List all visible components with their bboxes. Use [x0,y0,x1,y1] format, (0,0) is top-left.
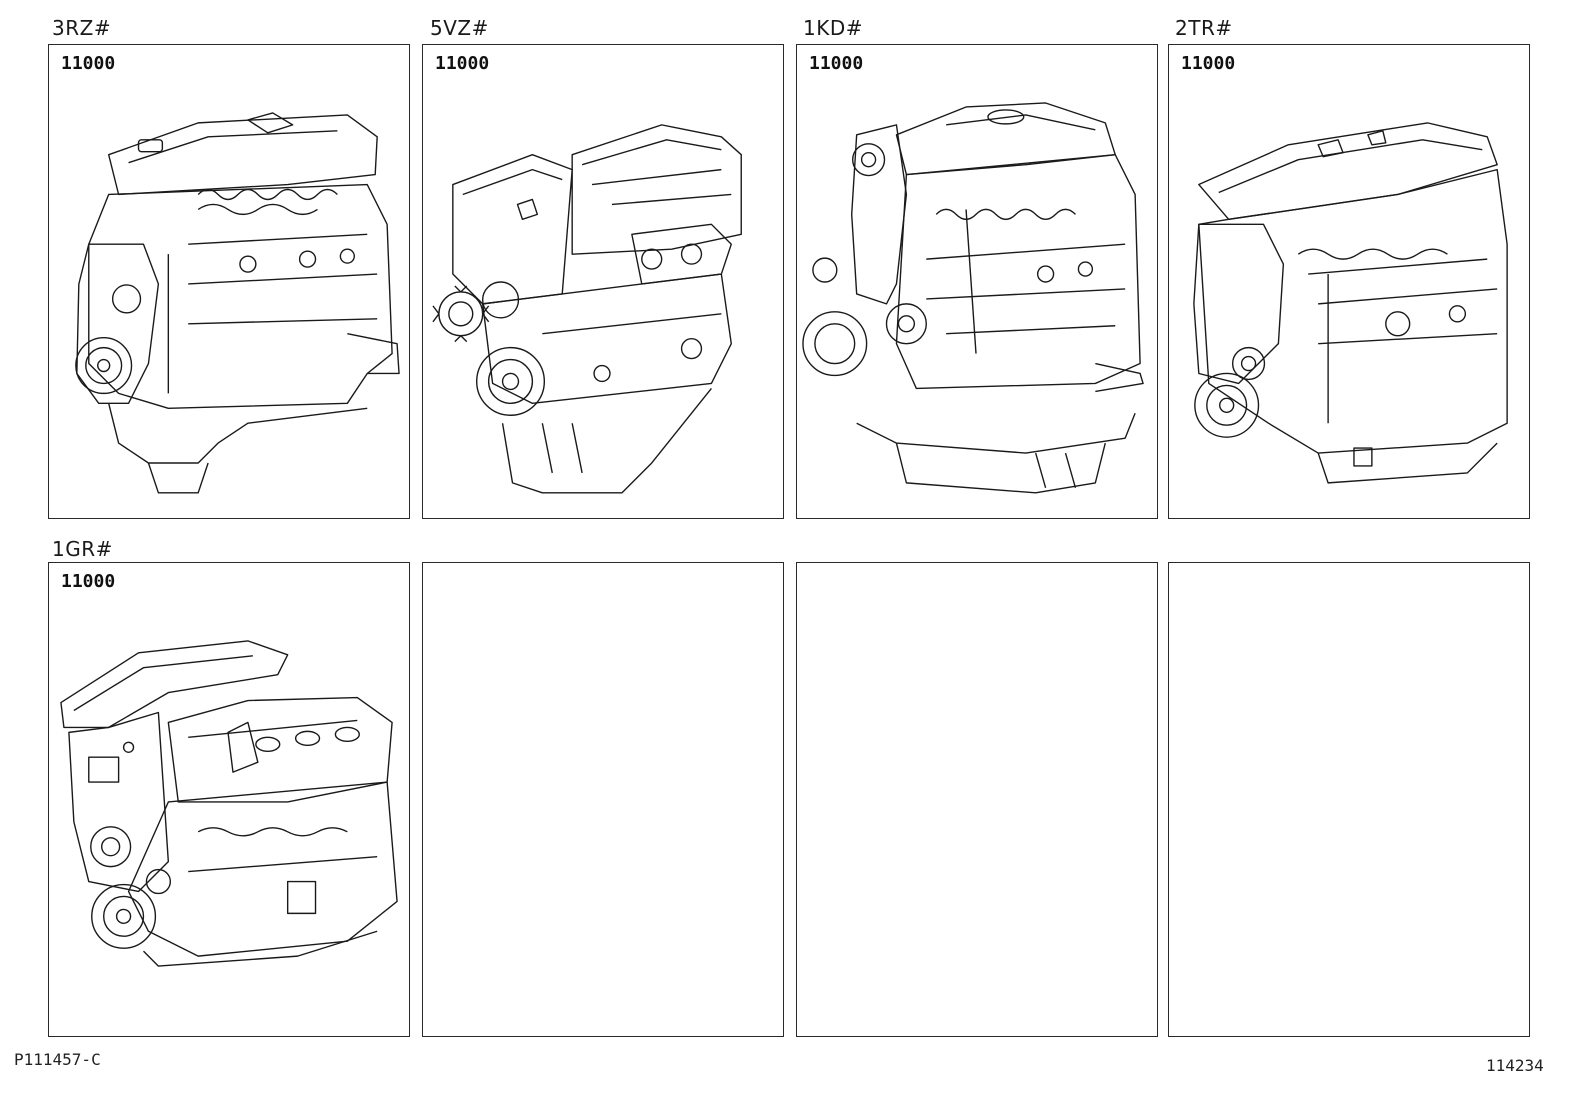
parts-panel-2tr[interactable]: 11000 [1168,44,1530,519]
illustration-code-right: 114234 [1486,1056,1544,1075]
parts-panel-3rz[interactable]: 11000 [48,44,410,519]
engine-label-1gr: 1GR# [52,537,113,561]
parts-panel-1gr[interactable]: 11000 [48,562,410,1037]
empty-panel-2 [796,562,1158,1037]
part-number-label[interactable]: 11000 [435,53,490,74]
engine-5vz-drawing [423,45,783,518]
parts-panel-1kd[interactable]: 11000 [796,44,1158,519]
engine-3rz-drawing [49,45,409,518]
engine-1gr-drawing [49,563,409,1036]
part-number-label[interactable]: 11000 [1181,53,1236,74]
part-number-label[interactable]: 11000 [809,53,864,74]
engine-2tr-drawing [1169,45,1529,518]
parts-panel-5vz[interactable]: 11000 [422,44,784,519]
engine-label-1kd: 1KD# [803,16,863,40]
part-number-label[interactable]: 11000 [61,571,116,592]
engine-1kd-drawing [797,45,1157,518]
empty-panel-3 [1168,562,1530,1037]
illustration-code-left: P111457-C [14,1050,101,1069]
engine-label-5vz: 5VZ# [430,16,489,40]
empty-panel-1 [422,562,784,1037]
engine-label-3rz: 3RZ# [52,16,112,40]
engine-label-2tr: 2TR# [1175,16,1233,40]
part-number-label[interactable]: 11000 [61,53,116,74]
